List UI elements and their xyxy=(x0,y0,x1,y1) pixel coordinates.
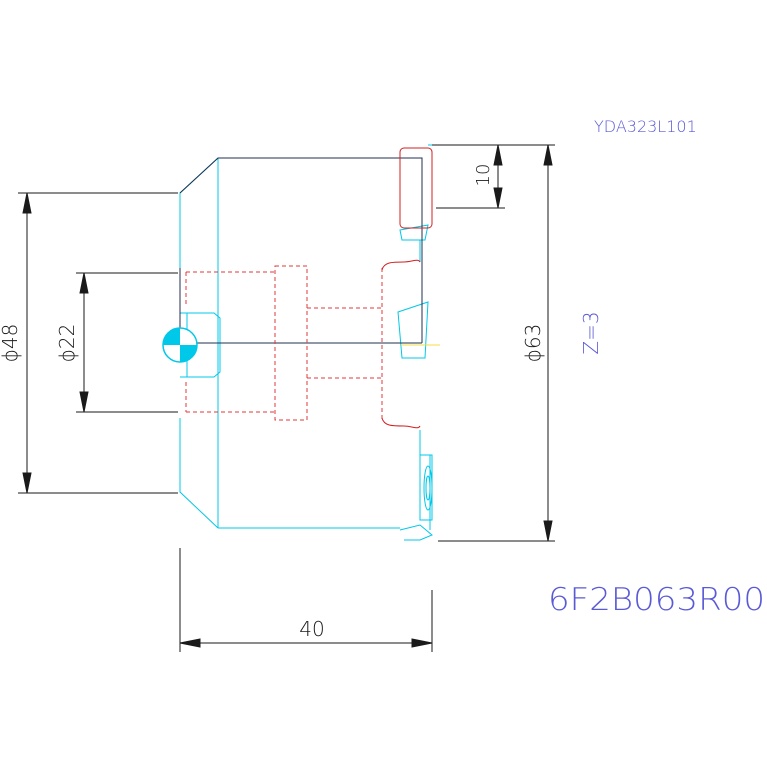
hidden-lines xyxy=(185,265,383,421)
tooth-count: Z=3 xyxy=(579,311,603,354)
dimension-body-length: 40 xyxy=(299,617,324,641)
dimension-bore-outer: ϕ48 xyxy=(0,324,22,363)
reference-code: YDA323L101 xyxy=(594,117,697,136)
center-mark-icon xyxy=(162,327,198,363)
part-number: 6F2B063R00 xyxy=(548,582,765,618)
dimension-bore-inner: ϕ22 xyxy=(55,324,79,363)
dimension-lines xyxy=(18,144,555,652)
dimension-cutter-diameter: ϕ63 xyxy=(521,324,545,363)
dimension-insert-height: 10 xyxy=(473,164,494,187)
insert-pocket xyxy=(381,147,433,429)
